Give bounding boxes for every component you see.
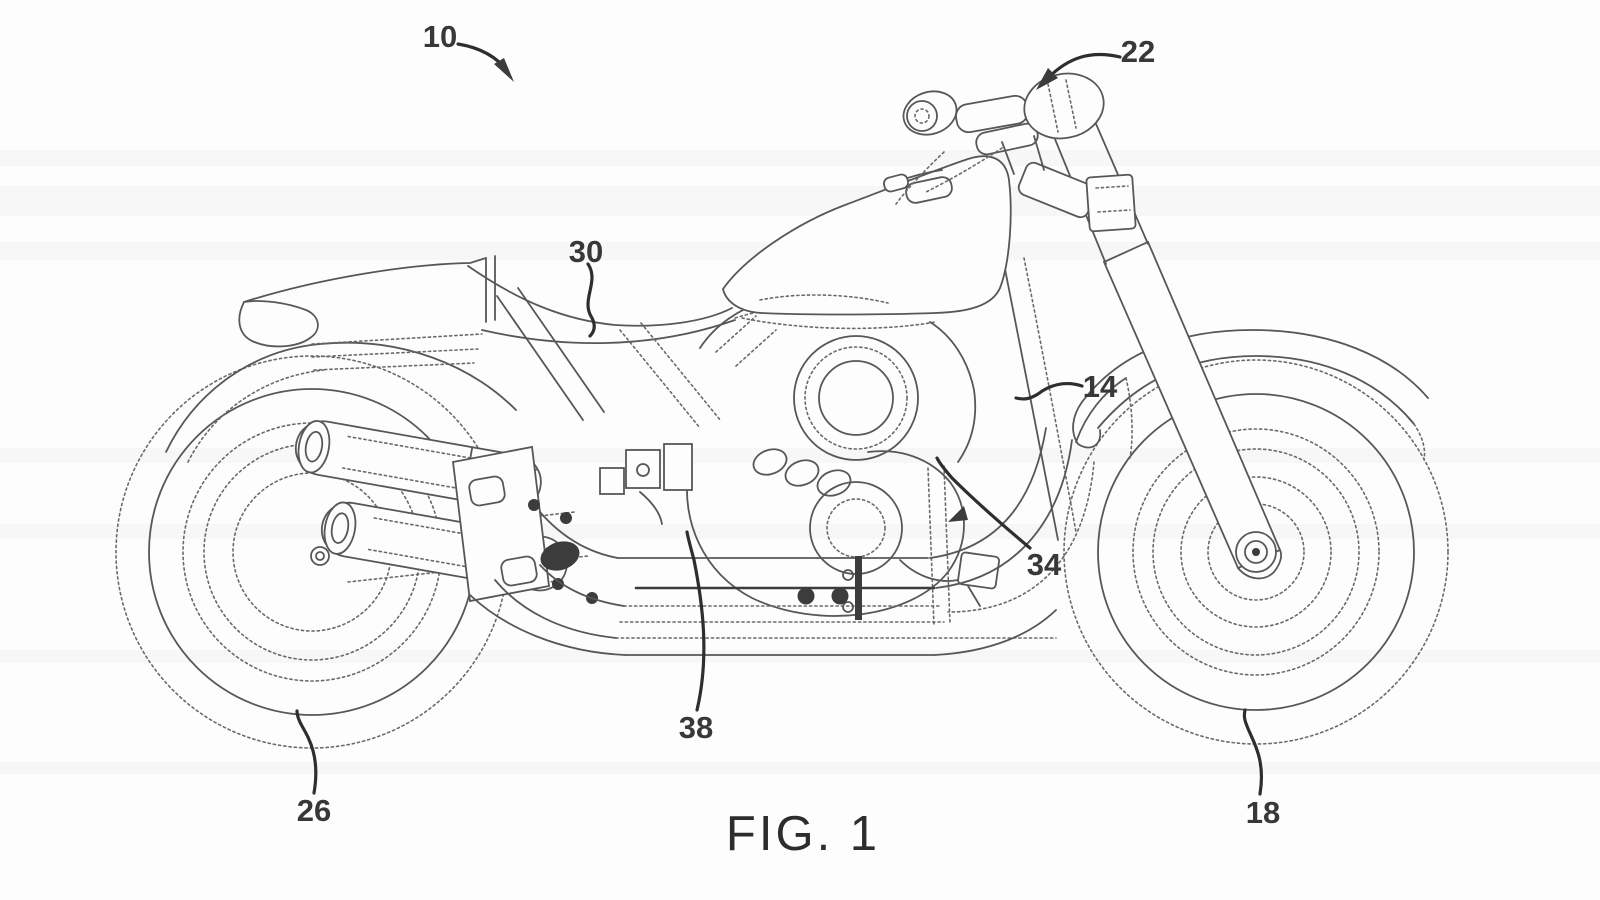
arrowhead-22 xyxy=(1036,68,1058,90)
crankcase xyxy=(686,450,965,617)
headlamp-housing xyxy=(1085,173,1137,233)
reference-label-14: 14 xyxy=(1083,369,1118,404)
fuel-tank xyxy=(722,155,1012,316)
reference-label-18: 18 xyxy=(1246,795,1280,830)
frame-downtube xyxy=(1003,263,1059,541)
leader-34 xyxy=(935,456,1032,550)
scan-artifact-stripes xyxy=(0,150,1600,774)
reference-label-34: 34 xyxy=(1027,547,1062,582)
reference-label-30: 30 xyxy=(569,234,603,269)
lower-frame-rails xyxy=(469,511,1057,656)
leader-30 xyxy=(586,262,596,338)
reference-label-26: 26 xyxy=(297,793,331,828)
leader-38 xyxy=(685,530,706,712)
leader-22 xyxy=(1046,52,1122,80)
reference-label-22: 22 xyxy=(1121,34,1155,69)
reference-label-10: 10 xyxy=(423,19,457,54)
frame-crossmember xyxy=(855,556,862,620)
air-cleaner xyxy=(793,335,919,461)
exhaust-mufflers xyxy=(294,420,598,604)
leader-lines xyxy=(295,42,1263,796)
rear-fender xyxy=(165,255,517,463)
right-grip xyxy=(1023,72,1105,140)
front-fork xyxy=(1017,109,1282,580)
front-cylinder xyxy=(929,321,975,391)
leader-26 xyxy=(295,709,318,795)
arrowhead-34 xyxy=(948,506,968,522)
reference-label-38: 38 xyxy=(679,710,713,745)
engine xyxy=(599,292,1001,617)
arrowhead-10 xyxy=(494,58,514,82)
leader-18 xyxy=(1242,708,1263,796)
seat xyxy=(467,265,755,345)
leader-14 xyxy=(1014,381,1084,401)
reference-numerals: 10 22 30 14 34 38 26 18 xyxy=(297,19,1280,830)
figure-caption: FIG. 1 xyxy=(726,807,880,861)
tail-light xyxy=(238,300,319,348)
handlebar-assembly xyxy=(883,72,1137,233)
footpeg-bracket xyxy=(957,551,1001,590)
front-fender xyxy=(1072,329,1429,461)
muffler-bracket xyxy=(452,445,598,604)
exhaust-headers xyxy=(929,427,1095,613)
